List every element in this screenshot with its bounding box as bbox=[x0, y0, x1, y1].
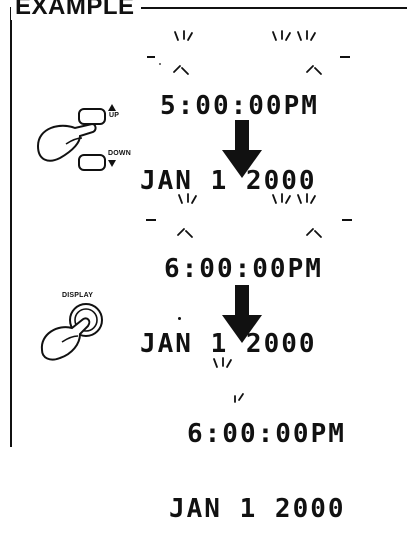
stray-dot bbox=[178, 317, 181, 320]
down-arrow-icon-1 bbox=[222, 120, 262, 178]
up-button[interactable] bbox=[78, 108, 106, 126]
up-button-label: UP bbox=[109, 112, 120, 119]
down-arrow-icon-2 bbox=[222, 285, 262, 343]
hand-pressing-up-icon bbox=[36, 122, 97, 162]
flash-marks-top-1 bbox=[174, 30, 316, 41]
down-button[interactable] bbox=[78, 154, 106, 172]
flash-marks-bottom-3 bbox=[234, 393, 244, 403]
display-2-time: 6:00:00PM bbox=[164, 254, 323, 284]
display-1-dash-right bbox=[340, 56, 350, 58]
down-arrow-small-icon bbox=[108, 160, 116, 167]
display-2-date: JAN 1 2000 bbox=[140, 329, 317, 359]
hand-pressing-display-icon bbox=[40, 317, 91, 361]
flash-marks-bottom-2 bbox=[177, 228, 322, 238]
display-1: 5:00:00PM JAN 1 2000 bbox=[140, 44, 319, 219]
display-2: 6:00:00PM JAN 1 2000 bbox=[140, 207, 323, 382]
example-title: EXAMPLE bbox=[11, 0, 141, 20]
display-1-dash-left bbox=[147, 56, 155, 58]
display-1-date: JAN 1 2000 bbox=[140, 166, 317, 196]
display-button-label: DISPLAY bbox=[62, 292, 94, 299]
display-1-time: 5:00:00PM bbox=[160, 91, 319, 121]
display-3-date: JAN 1 2000 bbox=[169, 494, 346, 524]
up-arrow-icon bbox=[108, 104, 116, 111]
display-3-time: 6:00:00PM bbox=[187, 419, 346, 449]
frame-left-line bbox=[10, 7, 12, 447]
flash-marks-top-2 bbox=[178, 193, 316, 204]
display-2-dash-left bbox=[146, 219, 156, 221]
display-2-dash-right bbox=[342, 219, 352, 221]
down-button-label: DOWN bbox=[108, 150, 131, 157]
flash-marks-bottom-1 bbox=[159, 63, 322, 75]
frame-top-line bbox=[10, 7, 407, 9]
flash-marks-top-3 bbox=[213, 357, 232, 368]
